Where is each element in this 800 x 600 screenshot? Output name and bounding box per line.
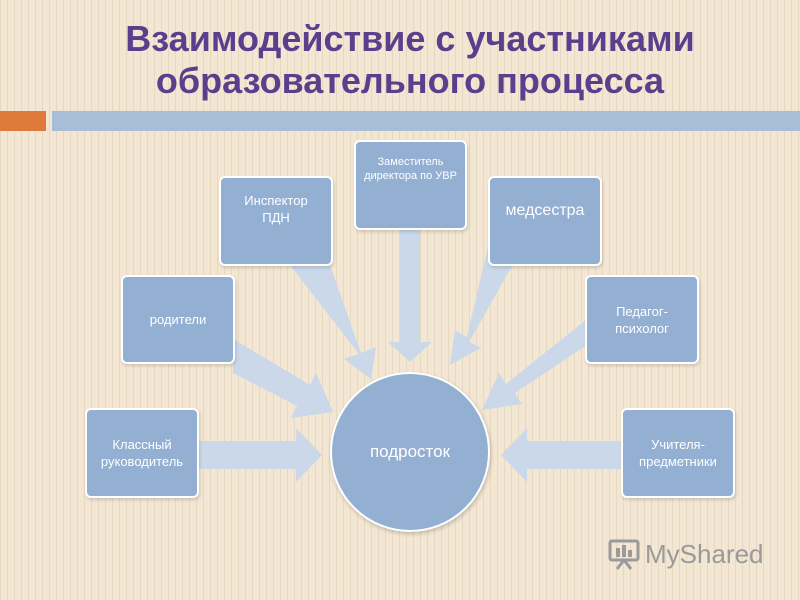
title-line-1: Взаимодействие с участниками: [125, 18, 695, 59]
arrow-from-class-teacher: [199, 428, 322, 482]
arrow-from-deputy: [388, 230, 432, 362]
watermark-text: MyShared: [645, 538, 764, 569]
watermark: MyShared: [607, 536, 764, 572]
node-nurse-label: медсестра: [505, 202, 585, 219]
arrow-from-psychologist: [482, 319, 587, 410]
node-class-teacher-label: Классный руководитель: [100, 437, 184, 469]
node-subject-teachers-label: Учителя-предметники: [639, 437, 717, 469]
node-inspector-label: Инспектор ПДН: [244, 193, 308, 225]
node-nurse: медсестра: [488, 176, 602, 266]
arrow-from-subject-teachers: [501, 428, 622, 482]
node-inspector: Инспектор ПДН: [219, 176, 333, 266]
node-subject-teachers: Учителя-предметники: [621, 408, 735, 498]
node-deputy-director: Заместитель директора по УВР: [354, 140, 467, 230]
node-class-teacher: Классный руководитель: [85, 408, 199, 498]
node-deputy-director-label: Заместитель директора по УВР: [364, 156, 457, 182]
arrow-from-parents: [233, 339, 333, 418]
accent-bar-blue: [52, 111, 800, 131]
node-parents: родители: [121, 275, 235, 364]
center-node-label: подросток: [369, 442, 451, 461]
arrow-from-nurse: [450, 238, 512, 365]
title-line-2: образовательного процесса: [155, 60, 665, 101]
node-psychologist: Педагог-психолог: [585, 275, 699, 364]
center-node-teenager: подросток: [330, 372, 490, 532]
accent-bar-orange: [0, 111, 46, 131]
arrow-from-inspector: [290, 265, 376, 379]
presentation-board-icon: [608, 539, 640, 570]
node-parents-label: родители: [149, 312, 207, 327]
node-psychologist-label: Педагог-психолог: [615, 303, 669, 336]
page-title: Взаимодействие с участниками образовател…: [40, 18, 780, 102]
